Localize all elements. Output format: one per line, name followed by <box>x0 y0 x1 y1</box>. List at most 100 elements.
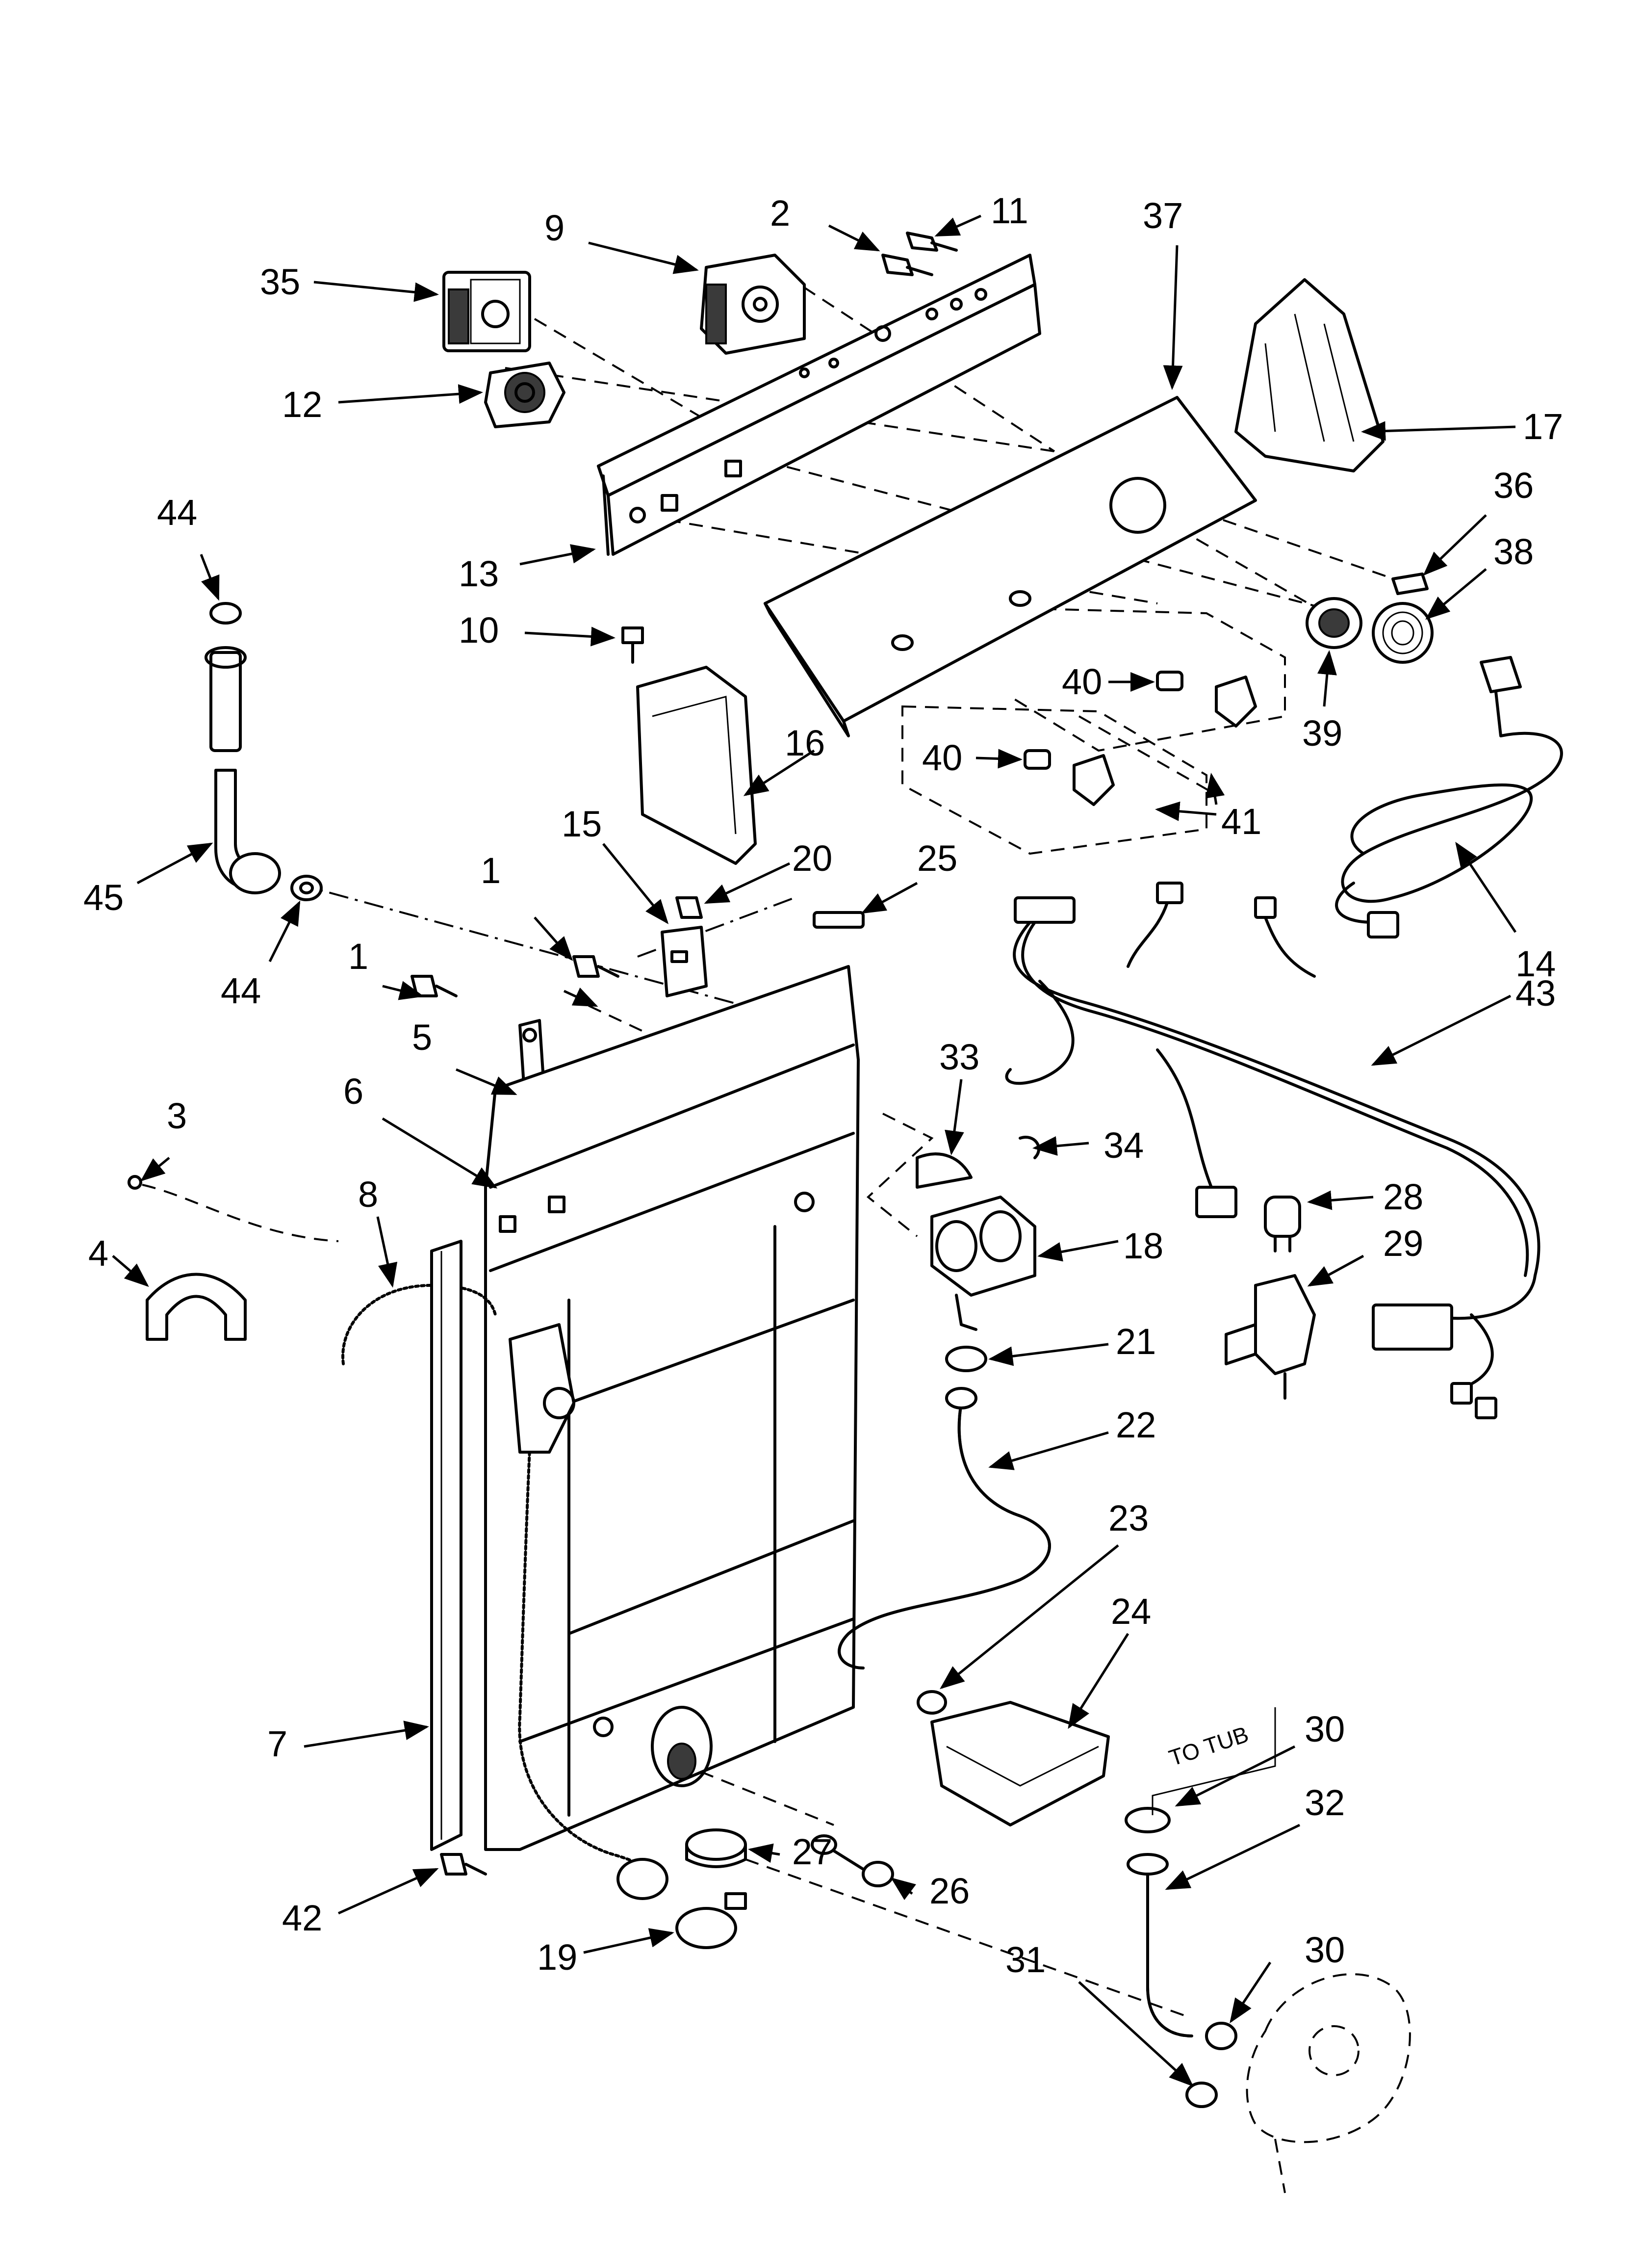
part-28-capacitor <box>1264 1196 1301 1252</box>
callout-2: 2 <box>770 193 790 234</box>
part-41-knob-upper <box>1215 676 1257 728</box>
part-3-strap <box>128 1175 339 1242</box>
callout-38: 38 <box>1493 531 1534 572</box>
callout-45: 45 <box>83 877 124 918</box>
callout-40: 40 <box>922 737 962 778</box>
part-43-wire-harness <box>1005 882 1540 1419</box>
part-8-drain-hose <box>341 1284 668 1900</box>
part-40-knob-shaft-upper <box>1156 671 1183 691</box>
callout-8: 8 <box>358 1174 378 1215</box>
callout-9: 9 <box>544 208 564 248</box>
part-31-clamp <box>1185 2082 1218 2108</box>
callout-36: 36 <box>1493 465 1534 506</box>
part-22-fill-hose <box>838 1387 1051 1669</box>
to-tub-bracket <box>1152 1707 1276 1815</box>
part-40-knob-shaft-lower <box>1024 749 1051 770</box>
part-2-screw <box>881 254 933 276</box>
callout-1: 1 <box>348 936 368 977</box>
part-21-clamp <box>945 1346 987 1372</box>
part-16-end-cap <box>636 666 757 865</box>
callout-6: 6 <box>343 1071 363 1112</box>
part-39-knob-base <box>1306 597 1362 649</box>
part-29-lid-switch <box>1225 1274 1316 1400</box>
callout-23: 23 <box>1108 1498 1149 1538</box>
part-37-control-panel <box>764 396 1257 737</box>
callout-33: 33 <box>939 1037 979 1077</box>
part-13-console-bracket <box>597 254 1041 556</box>
part-23-clamp <box>917 1690 947 1715</box>
callout-27: 27 <box>792 1831 832 1872</box>
callout-18: 18 <box>1123 1225 1163 1266</box>
callout-16: 16 <box>785 723 825 763</box>
callout-1: 1 <box>481 850 501 891</box>
part-24-siphon-break <box>930 1701 1110 1826</box>
callout-12: 12 <box>282 384 322 425</box>
callout-37: 37 <box>1143 195 1183 236</box>
callout-43: 43 <box>1515 973 1556 1014</box>
part-1-screw-lower <box>410 975 458 997</box>
part-27-clamp <box>685 1828 747 1868</box>
callout-25: 25 <box>917 838 957 879</box>
part-4-hose-clip <box>146 1273 247 1341</box>
callout-21: 21 <box>1116 1321 1156 1362</box>
callout-3: 3 <box>167 1095 187 1136</box>
callout-30: 30 <box>1305 1929 1345 1970</box>
callout-35: 35 <box>260 261 300 302</box>
part-15-bracket <box>661 926 708 997</box>
part-36-screw <box>1391 573 1429 595</box>
callout-44: 44 <box>221 970 261 1011</box>
part-33-bracket <box>916 1152 973 1189</box>
callout-22: 22 <box>1116 1405 1156 1445</box>
part-45-inlet-hose <box>205 646 281 894</box>
callout-20: 20 <box>792 838 832 879</box>
callout-26: 26 <box>929 1871 970 1911</box>
callout-29: 29 <box>1383 1223 1423 1264</box>
callout-14: 14 <box>1515 943 1556 984</box>
part-10-screw <box>621 626 644 664</box>
part-18-water-valve <box>930 1196 1036 1331</box>
part-17-end-cap <box>1234 278 1385 472</box>
part-25-clip <box>813 911 865 929</box>
part-1-screw-upper <box>572 955 619 978</box>
callout-30: 30 <box>1305 1709 1345 1749</box>
callout-28: 28 <box>1383 1176 1423 1217</box>
part-20-screw <box>675 896 703 919</box>
callout-24: 24 <box>1111 1591 1151 1632</box>
callout-17: 17 <box>1523 406 1563 447</box>
part-14-power-cord <box>1335 656 1563 938</box>
callout-labels: 1 1 2 3 4 5 6 7 8 9 10 11 12 13 14 15 16… <box>83 190 1563 1980</box>
callout-13: 13 <box>459 553 499 594</box>
callout-31: 31 <box>1005 1939 1046 1980</box>
part-19-clamp <box>675 1892 747 1949</box>
part-26-plug <box>811 1834 894 1887</box>
part-44-washer-lower <box>290 875 323 901</box>
callout-10: 10 <box>459 610 499 651</box>
part-42-screw <box>440 1853 487 1876</box>
callout-5: 5 <box>412 1017 432 1058</box>
part-44-washer-upper <box>209 602 242 625</box>
callout-39: 39 <box>1302 713 1342 754</box>
leader-lines <box>112 214 1517 2087</box>
part-12-pressure-switch <box>484 362 565 428</box>
part-7-side-rail <box>430 1240 462 1851</box>
callout-4: 4 <box>88 1233 108 1274</box>
part-9-motor <box>700 254 806 355</box>
callout-41: 41 <box>1221 801 1261 842</box>
part-30-clamp-lower <box>1205 2022 1237 2050</box>
callout-32: 32 <box>1305 1782 1345 1823</box>
callout-7: 7 <box>267 1723 287 1764</box>
part-38-knob <box>1372 602 1434 664</box>
callout-40: 40 <box>1062 661 1102 702</box>
part-30-clamp-upper <box>1125 1807 1171 1833</box>
callout-15: 15 <box>562 804 602 844</box>
callout-34: 34 <box>1103 1125 1144 1166</box>
to-tub-note: TO TUB <box>1166 1721 1252 1771</box>
part-32-drain-hose <box>1127 1853 1193 2037</box>
part-11-screw <box>906 232 958 252</box>
callout-44: 44 <box>157 492 197 533</box>
callout-42: 42 <box>282 1898 322 1938</box>
part-6-rear-panel <box>484 965 860 1851</box>
callout-11: 11 <box>991 190 1028 231</box>
callout-19: 19 <box>537 1937 577 1978</box>
